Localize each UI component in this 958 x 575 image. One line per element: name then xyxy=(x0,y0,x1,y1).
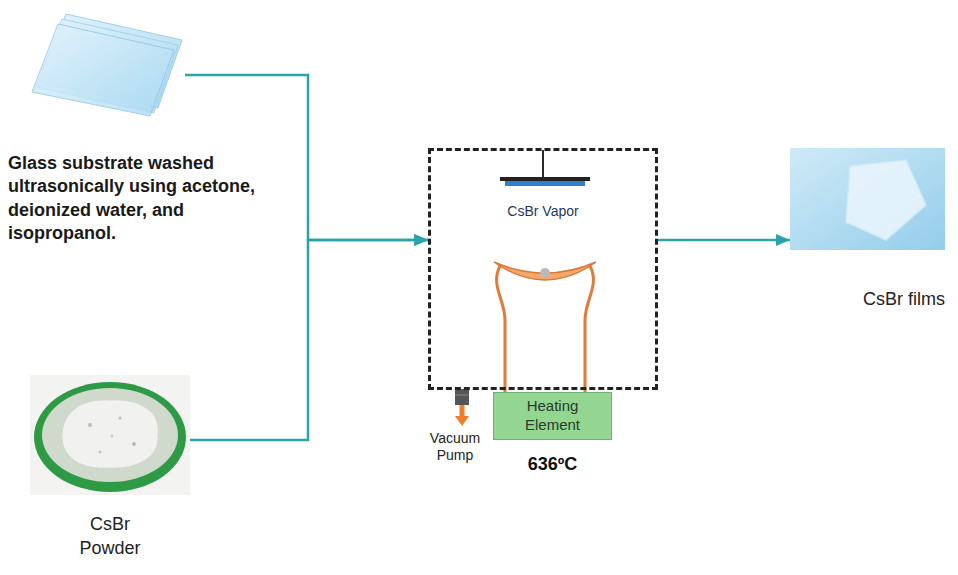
powder-photo-node: CsBr Powder xyxy=(30,375,190,495)
flow-arrow xyxy=(185,75,428,240)
powder-grain xyxy=(132,442,136,446)
pump-pipe xyxy=(455,389,469,405)
substrate xyxy=(505,181,585,186)
step-description: Glass substrate washed ultrasonically us… xyxy=(8,152,293,246)
heater-wire xyxy=(585,266,593,392)
vapor-label: CsBr Vapor xyxy=(431,203,655,220)
substrate-holder xyxy=(500,150,590,186)
photo-caption: CsBr films xyxy=(790,288,945,311)
glass-substrate-photo: Glass substrate washed ultrasonically us… xyxy=(30,10,185,115)
pump-arrow xyxy=(460,405,465,417)
photo-ground xyxy=(30,375,190,495)
holder-bar xyxy=(500,177,590,181)
film-piece xyxy=(846,160,926,240)
pump-arrowhead xyxy=(455,416,469,426)
photo-caption: CsBr Powder xyxy=(70,512,150,561)
green-dish xyxy=(34,382,186,492)
glass-slides xyxy=(32,14,182,116)
heater-wire xyxy=(497,266,505,392)
boat xyxy=(494,262,596,280)
dish-inner xyxy=(42,388,178,482)
flow-arrow xyxy=(658,239,790,242)
powder-photo xyxy=(30,375,190,495)
element-label: Heating Element xyxy=(500,397,605,435)
vacuum-port xyxy=(455,389,469,426)
temperature-label: 636ºC xyxy=(493,454,612,476)
source-material xyxy=(540,268,550,278)
powder-heap xyxy=(62,400,159,468)
photo-ground xyxy=(790,148,945,250)
pipe-band xyxy=(455,395,469,396)
vacuum-chamber: CsBr Vapor xyxy=(428,148,658,390)
holder-rod xyxy=(542,150,544,178)
powder-grain xyxy=(88,423,92,427)
film-photo xyxy=(790,148,945,250)
vacuum-pump-label: Vacuum Pump xyxy=(424,430,486,464)
powder-grain xyxy=(98,450,101,453)
flow-arrow xyxy=(190,240,428,440)
evaporation-boat xyxy=(494,262,596,392)
heating-element: Heating Element xyxy=(493,392,612,440)
glass-slide xyxy=(32,24,174,116)
powder-grain xyxy=(111,435,114,438)
film-photo-node: CsBr films xyxy=(790,148,945,250)
powder-grain xyxy=(118,416,121,419)
